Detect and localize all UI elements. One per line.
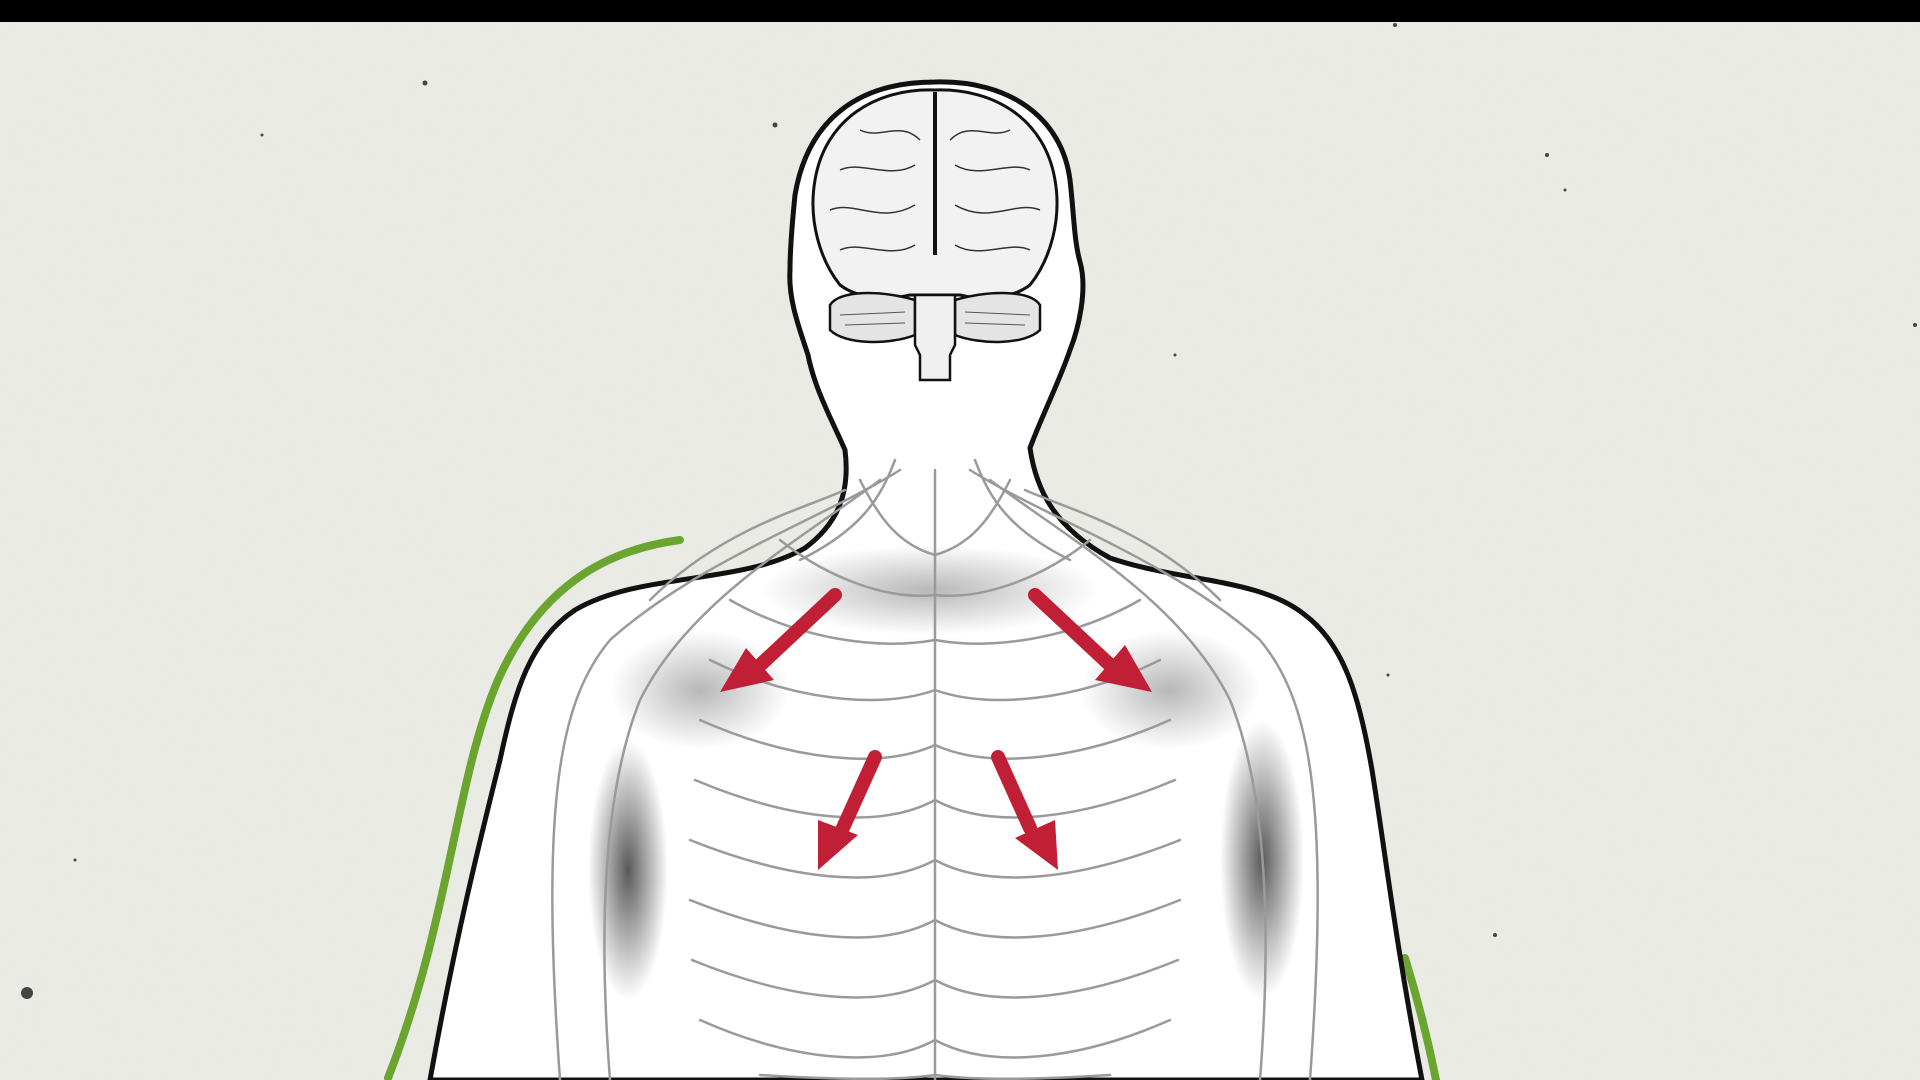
green-stroke-left — [384, 536, 684, 1080]
paper-specks — [21, 23, 1917, 999]
arrow-down-right-icon — [991, 750, 1058, 870]
green-stroke-right — [1401, 954, 1440, 1080]
red-arrows — [720, 588, 1152, 870]
body-shading — [588, 545, 1304, 1000]
arrow-down-left-icon — [818, 750, 882, 870]
arrow-down-right-icon — [1028, 588, 1152, 692]
arrow-down-left-icon — [720, 588, 842, 692]
illustration-canvas — [0, 22, 1920, 1080]
spinal-cord-icon — [913, 293, 957, 382]
letterbox-bar — [0, 0, 1920, 22]
